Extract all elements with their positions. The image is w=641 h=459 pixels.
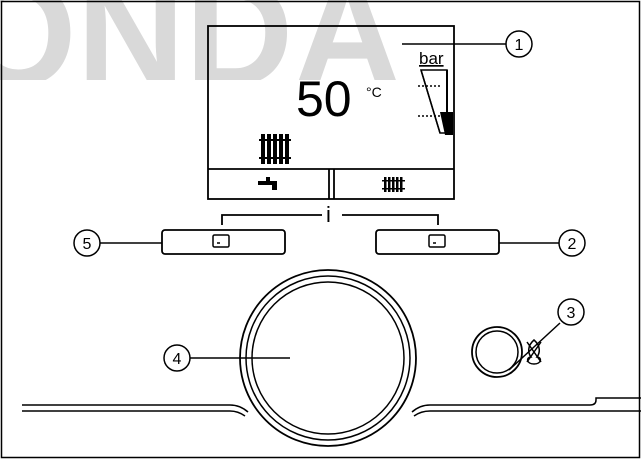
- pressure-unit: bar: [419, 49, 444, 68]
- callout-2: 2: [558, 229, 586, 257]
- temperature-value: 50: [296, 71, 352, 127]
- callout-5-label: 5: [83, 236, 92, 253]
- softkey-glyph-icon: [428, 234, 446, 248]
- tap-icon: [258, 177, 277, 190]
- info-label: i: [326, 202, 331, 227]
- left-softkey-button[interactable]: [161, 229, 286, 255]
- lcd-display: 50 °C bar: [207, 25, 455, 200]
- display-bezel: [207, 25, 455, 200]
- radiator-icon: [382, 177, 405, 192]
- callout-1-label: 1: [515, 37, 524, 54]
- radiator-status-icon: [259, 134, 291, 164]
- callout-5: 5: [73, 229, 101, 257]
- callout-4-label: 4: [173, 351, 182, 368]
- info-bracket: i: [221, 202, 439, 227]
- callout-leaders: [95, 43, 561, 371]
- temperature-unit: °C: [366, 84, 382, 100]
- callout-4: 4: [163, 344, 191, 372]
- callout-1: 1: [505, 30, 533, 58]
- callout-3: 3: [557, 298, 585, 326]
- pressure-gauge: [418, 69, 453, 135]
- softkey-glyph-icon: [212, 234, 230, 248]
- reset-button[interactable]: [471, 326, 523, 378]
- callout-2-label: 2: [568, 236, 577, 253]
- watermark: ONDA: [0, 0, 402, 117]
- right-softkey-button[interactable]: [375, 229, 500, 255]
- flame-icon: [526, 339, 542, 365]
- watermark-text: ONDA: [0, 0, 402, 117]
- callout-3-label: 3: [567, 305, 576, 322]
- panel-edge: [22, 397, 641, 417]
